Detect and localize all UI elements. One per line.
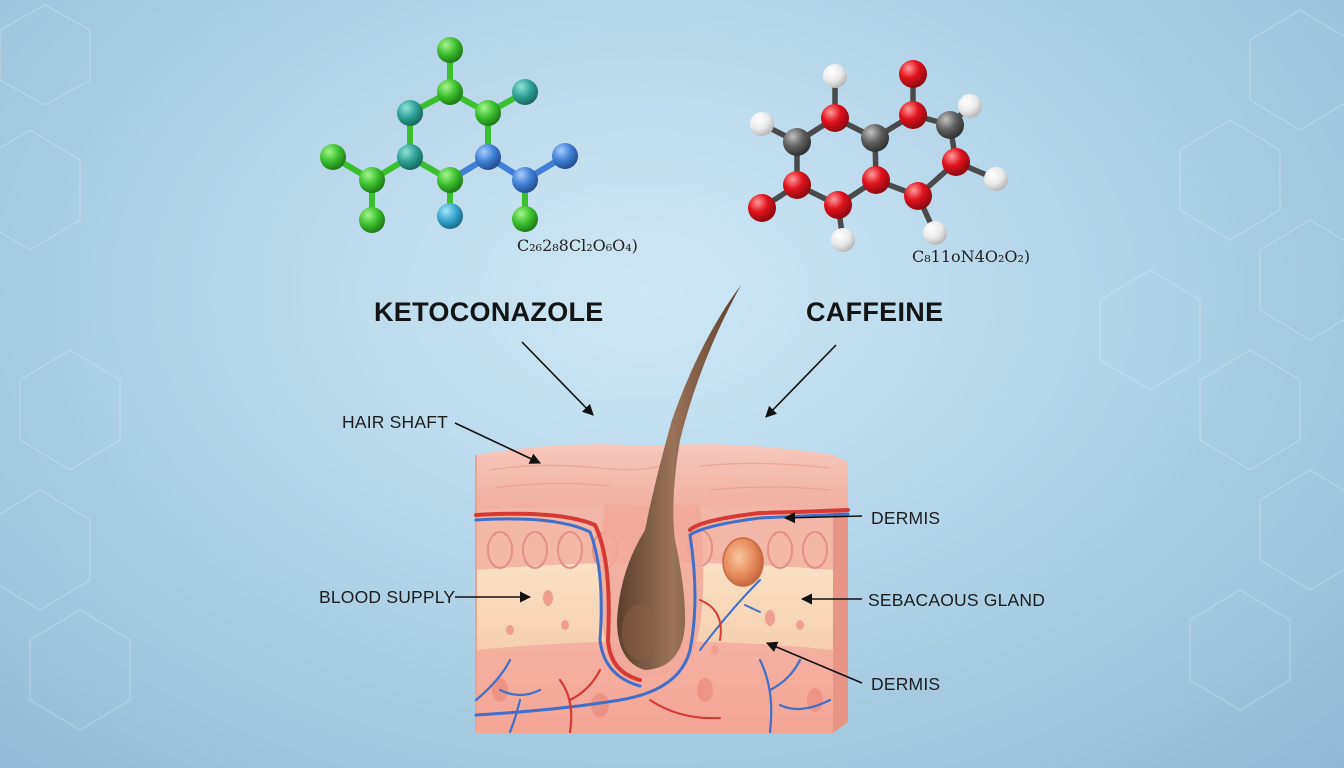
hexagon-background	[0, 4, 1344, 731]
caffeine-arrow	[765, 344, 837, 418]
blood-supply-label: BLOOD SUPPLY	[319, 587, 456, 607]
ketoconazole-molecule-icon	[320, 37, 578, 233]
hair-follicle-icon	[474, 285, 850, 734]
ketoconazole-formula: C₂₆2₈8Cl₂O₆O₄)	[517, 236, 638, 255]
dermis-lower-label: DERMIS	[871, 674, 941, 694]
ketoconazole-title: KETOCONAZOLE	[374, 297, 604, 327]
dermis-upper-label: DERMIS	[871, 508, 941, 528]
caffeine-title: CAFFEINE	[806, 297, 944, 327]
ketoconazole-arrow	[521, 341, 594, 416]
dermis-lower-arrow	[765, 641, 863, 684]
dermis-upper-arrow	[783, 512, 863, 524]
arrows	[454, 341, 863, 684]
caffeine-formula: C₈11oN4O₂O₂)	[912, 247, 1031, 266]
hair-shaft-label: HAIR SHAFT	[342, 412, 449, 432]
caffeine-molecule-icon	[748, 60, 1008, 252]
sebaceous-gland-label: SEBACAOUS GLAND	[868, 590, 1046, 610]
hair-shaft-arrow	[454, 422, 542, 464]
